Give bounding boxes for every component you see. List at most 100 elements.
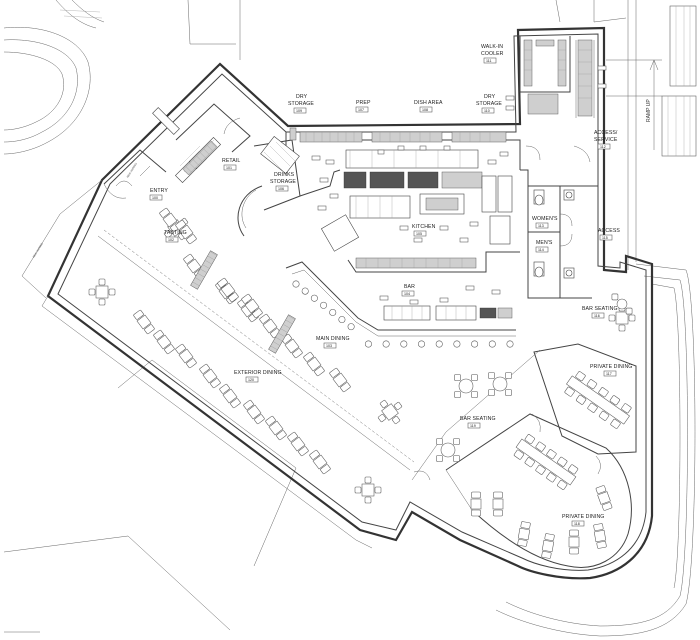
room-name: MEN'S [536,240,553,246]
table [178,224,194,240]
chair [391,415,401,425]
room-name: PRIVATE DINING [590,364,632,370]
chair [243,399,254,410]
bar-stool [347,323,355,331]
restroom-door-swing [559,213,573,227]
table [244,298,260,314]
two-top-table [309,449,331,475]
two-top-table [133,309,155,335]
bench-slat [204,260,213,265]
chair [517,539,528,547]
table [361,483,375,497]
banquette [190,250,218,290]
chair [453,455,460,462]
label-tasting: TASTING 102 [164,230,187,243]
room-name: DISH AREA [414,100,443,106]
range [343,171,367,189]
chair [340,382,351,393]
storage-rack [577,39,593,117]
chair [625,307,633,315]
chair [587,402,598,413]
chair [621,403,632,414]
bench-slat [203,148,210,155]
table [290,436,306,452]
room-name: ACCESS [598,228,620,234]
table [262,318,278,334]
label-bar-seating-119: BAR SEATING 119 [460,416,496,429]
room-name-line2: SERVICE [594,137,618,143]
room-number: 104 [404,292,410,296]
bar-stool [292,280,300,288]
room-number: 102 [168,238,174,242]
bar-stool [301,287,309,295]
chair [436,438,443,445]
chair [241,293,252,304]
room-name: BAR SEATING [460,416,496,422]
room-number: 100 [152,196,158,200]
table [332,372,348,388]
walk-in-shelf-top [535,39,555,47]
label-private-dining-117: PRIVATE DINING 117 [590,364,632,377]
bar-stool [488,340,496,348]
chair [524,434,535,445]
chair [601,502,613,511]
chair [144,324,155,335]
room-number: 115 [602,236,608,240]
chair [364,476,372,484]
room-name: WOMEN'S [532,216,558,222]
chair [186,358,197,369]
bar-stool [471,340,479,348]
label-dish-area: DISH AREA 108 [414,100,443,113]
chair [183,253,194,264]
chair [567,464,579,475]
chair [569,529,579,537]
chair [564,386,575,397]
chair [164,344,175,355]
chair [159,207,170,218]
chair [618,324,626,332]
bar-stools [292,280,514,348]
chair [133,309,144,320]
room-name-line2: STORAGE [288,101,314,107]
dish-machine [489,215,511,245]
chair [254,414,265,425]
table [95,285,109,299]
room-name: TASTING [164,230,187,236]
bar-stool [400,340,408,348]
two-top-table [281,333,303,359]
chair [586,379,598,390]
long-table [564,371,632,429]
bar-stool [320,301,328,309]
chair [471,509,481,517]
room-number: 110 [484,109,490,113]
room-number: 114 [538,248,544,252]
chair [595,485,607,494]
chair [108,288,116,296]
hood [441,171,483,189]
room-name: PREP [356,100,371,106]
chair [276,430,287,441]
chair [175,219,186,230]
table [515,438,577,486]
table [597,491,611,505]
two-top-table [217,277,239,303]
label-dry-storage-109: DRY STORAGE 109 [288,94,314,114]
kitchen-equipment [279,39,607,321]
bench-slat [189,162,196,169]
bench-slat [207,255,215,261]
retail-wall-shelf [152,107,180,135]
chair [98,278,106,286]
chair [598,410,610,421]
two-top-table [265,415,287,441]
bar-stool [453,340,461,348]
room-number: 118 [574,522,580,526]
label-prep: PREP 107 [355,100,371,113]
restroom-fixtures [533,189,575,279]
reach-in-2 [497,175,513,213]
chair [513,449,525,460]
room-number: 108 [422,108,428,112]
room-name: EXTERIOR DINING [234,370,282,376]
reach-in-1 [481,175,497,213]
chair [575,394,587,405]
chair [609,395,621,406]
